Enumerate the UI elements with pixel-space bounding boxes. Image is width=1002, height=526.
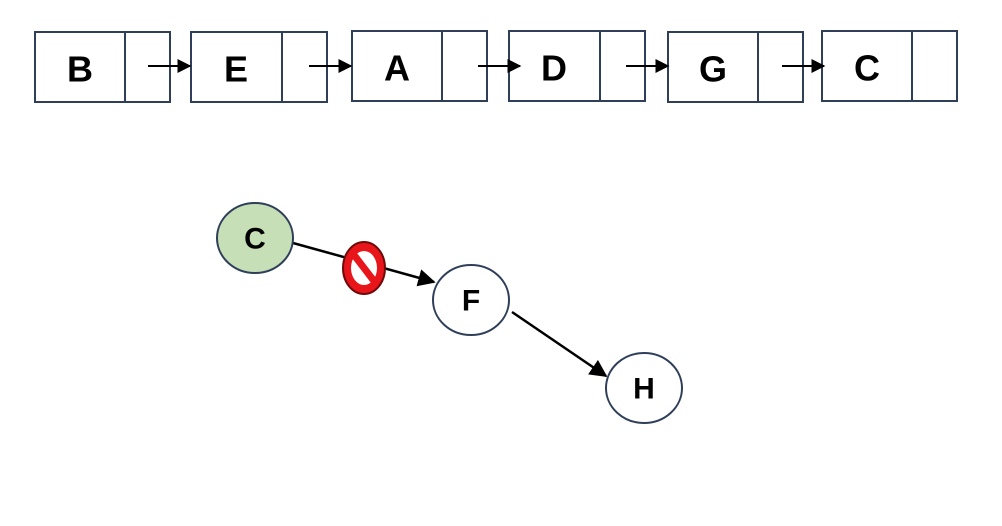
list-node-b: B [34, 31, 171, 103]
tree-node-h: H [605, 352, 683, 424]
tree-node-circle [605, 352, 683, 424]
tree-node-circle [432, 264, 510, 336]
no-entry-icon [342, 241, 386, 295]
list-node-label: A [384, 48, 410, 89]
list-node-data-cell [351, 30, 443, 102]
tree-node-circle [216, 202, 294, 274]
tree-node-f: F [432, 264, 510, 336]
list-node-data-cell [34, 31, 126, 103]
tree: C F H [216, 202, 683, 424]
list-node-label: G [699, 49, 727, 90]
list-node-data-cell [821, 30, 913, 102]
list-node-pointer-cell [911, 30, 958, 102]
tree-node-label: H [633, 373, 655, 406]
list-node-label: B [67, 49, 93, 90]
list-node-label: E [224, 49, 248, 90]
tree-edge-f-h [511, 310, 608, 378]
list-node-a: A [351, 30, 488, 102]
list-node-d: D [508, 30, 646, 102]
linked-list: B E A D G C [34, 30, 958, 103]
tree-node-label: F [462, 285, 480, 318]
tree-node-label: C [244, 223, 266, 256]
list-node-c: C [821, 30, 958, 102]
list-node-e: E [190, 31, 328, 103]
list-node-data-cell [190, 31, 283, 103]
list-node-label: C [854, 48, 880, 89]
list-node-label: D [541, 48, 567, 89]
tree-node-c: C [216, 202, 294, 274]
